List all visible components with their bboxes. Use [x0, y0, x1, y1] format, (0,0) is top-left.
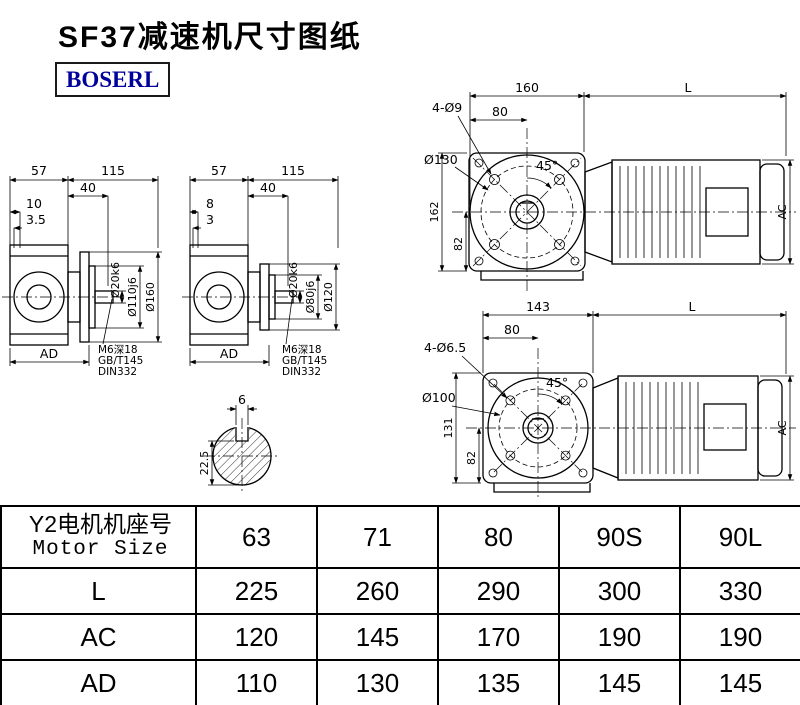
view-c-assembly: 160 80 L 162 82 AC 4-Ø9 Ø130 45° — [424, 80, 796, 294]
cell-AD-90s: 145 — [558, 659, 681, 705]
view-d-bolt-holes — [488, 378, 588, 478]
view-a-dim-10: 10 — [26, 196, 42, 211]
view-d-assembly: 143 80 L 131 82 AC 4-Ø6.5 Ø100 45° — [422, 299, 796, 500]
shaft-section-dim-lines — [208, 405, 257, 486]
view-c-bolt-holes — [474, 158, 580, 266]
view-b-dim-ad: AD — [220, 346, 238, 361]
cell-L-90s: 300 — [558, 567, 681, 615]
table-col-71: 71 — [316, 505, 439, 569]
view-b-note-din: DIN332 — [282, 366, 321, 378]
cell-AD-71: 130 — [316, 659, 439, 705]
cell-L-90l: 330 — [679, 567, 800, 615]
view-a-dim-3-5: 3.5 — [26, 212, 46, 227]
view-b-dim-lines — [189, 176, 340, 366]
cell-AD-63: 110 — [195, 659, 318, 705]
shaft-section: 6 22.5 — [198, 392, 280, 494]
cell-L-63: 225 — [195, 567, 318, 615]
table-header-en: Motor Size — [32, 538, 169, 561]
view-a-note-din: DIN332 — [98, 366, 137, 378]
table-row-AC: AC 120 145 170 190 190 — [0, 613, 800, 661]
view-b-spigot-dia: Ø80j6 — [304, 281, 317, 314]
view-d-angle-label: 45° — [546, 375, 568, 390]
view-a-note-standard: GB/T145 — [98, 355, 143, 367]
view-b-dim-3: 3 — [206, 212, 214, 227]
cell-AC-80: 170 — [437, 613, 560, 661]
view-d-dim-143: 143 — [526, 299, 550, 314]
view-c-dim-82: 82 — [452, 237, 465, 251]
view-b-note-standard: GB/T145 — [282, 355, 327, 367]
view-b-dim-40: 40 — [260, 180, 276, 195]
cell-L-80: 290 — [437, 567, 560, 615]
view-a-dim-ad: AD — [40, 346, 58, 361]
view-b-flange-dia: Ø120 — [322, 282, 335, 312]
cell-AC-90l: 190 — [679, 613, 800, 661]
view-c-dim-162: 162 — [428, 202, 441, 223]
keyway-depth-dim: 22.5 — [198, 451, 211, 476]
view-a-gearbox-body — [9, 244, 114, 346]
view-c-centerlines — [452, 128, 796, 294]
view-c-angle-label: 45° — [536, 158, 558, 173]
row-label-AD: AD — [0, 659, 197, 705]
cell-AC-63: 120 — [195, 613, 318, 661]
view-a-side: 57 115 40 10 3.5 Ø20k6 Ø110j6 Ø160 AD M6… — [2, 163, 162, 378]
view-b-note-thread: M6深18 — [282, 344, 322, 356]
view-a-spigot-dia: Ø110j6 — [126, 277, 139, 317]
view-d-dim-lines — [451, 311, 794, 484]
view-b-side: 57 115 40 8 3 Ø20k6 Ø80j6 Ø120 AD M6深18 … — [182, 163, 340, 378]
table-header-motor-size: Y2电机机座号 Motor Size — [0, 505, 197, 569]
view-c-dim-AC: AC — [776, 204, 789, 219]
view-a-note-thread: M6深18 — [98, 344, 138, 356]
table-row-AD: AD 110 130 135 145 145 — [0, 659, 800, 705]
view-b-dim-115: 115 — [281, 163, 305, 178]
view-c-bolt-circle-label: Ø130 — [424, 152, 458, 167]
view-b-shaft-dia: Ø20k6 — [287, 262, 300, 298]
cell-AD-90l: 145 — [679, 659, 800, 705]
view-d-centerlines — [466, 348, 796, 500]
row-label-L: L — [0, 567, 197, 615]
view-d-bolt-circle-label: Ø100 — [422, 390, 456, 405]
view-c-dim-80: 80 — [492, 104, 508, 119]
view-d-dim-80: 80 — [504, 322, 520, 337]
view-a-dim-40: 40 — [80, 180, 96, 195]
table-row-L: L 225 260 290 300 330 — [0, 567, 800, 615]
view-d-holes-label: 4-Ø6.5 — [424, 340, 466, 355]
view-a-dim-lines — [9, 176, 162, 366]
table-col-90l: 90L — [679, 505, 800, 569]
technical-drawing: 57 115 40 10 3.5 Ø20k6 Ø110j6 Ø160 AD M6… — [2, 80, 796, 500]
view-d-dim-82: 82 — [465, 451, 478, 465]
cell-AD-80: 135 — [437, 659, 560, 705]
view-c-holes-label: 4-Ø9 — [432, 100, 462, 115]
view-b-dim-8: 8 — [206, 196, 214, 211]
brand-logo: BOSERL — [55, 62, 171, 97]
keyway-width-dim: 6 — [238, 392, 246, 407]
table-col-80: 80 — [437, 505, 560, 569]
view-c-dim-lines — [438, 92, 794, 272]
view-c-dim-L: L — [685, 80, 692, 95]
view-c-dim-160: 160 — [515, 80, 539, 95]
table-col-90s: 90S — [558, 505, 681, 569]
page-title: SF37减速机尺寸图纸 — [58, 21, 362, 54]
cell-AC-90s: 190 — [558, 613, 681, 661]
view-a-dim-57: 57 — [31, 163, 47, 178]
view-a-shaft-dia: Ø20k6 — [109, 262, 122, 298]
table-header-cn: Y2电机机座号 — [28, 511, 173, 537]
table-header-row: Y2电机机座号 Motor Size 63 71 80 90S 90L — [0, 505, 800, 569]
view-b-dim-57: 57 — [211, 163, 227, 178]
row-label-AC: AC — [0, 613, 197, 661]
view-d-dim-131: 131 — [442, 418, 455, 439]
table-col-63: 63 — [195, 505, 318, 569]
cell-L-71: 260 — [316, 567, 439, 615]
view-a-dim-115: 115 — [101, 163, 125, 178]
cell-AC-71: 145 — [316, 613, 439, 661]
motor-size-table: Y2电机机座号 Motor Size 63 71 80 90S 90L L 22… — [0, 505, 800, 705]
view-d-dim-AC: AC — [776, 420, 789, 435]
view-d-dim-L: L — [689, 299, 696, 314]
view-a-flange-dia: Ø160 — [144, 282, 157, 312]
